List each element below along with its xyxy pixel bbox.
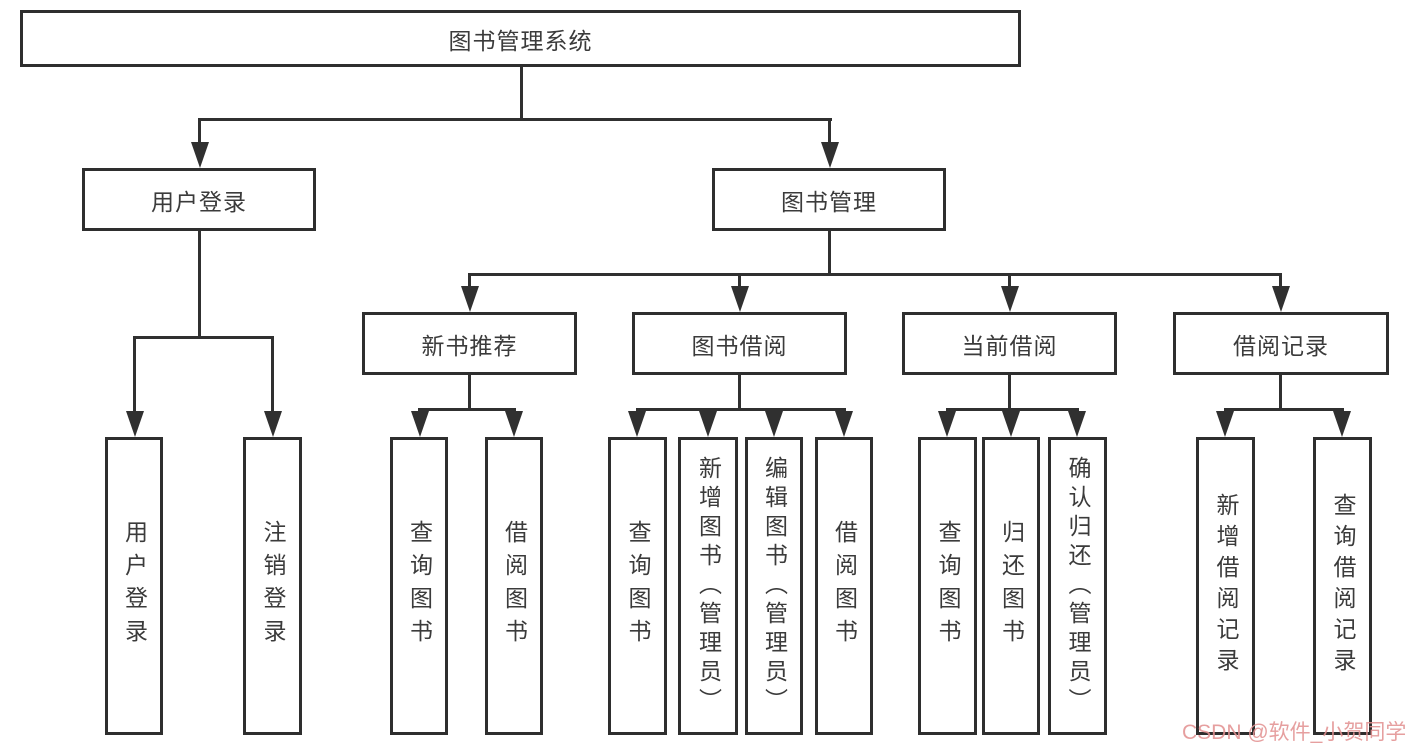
connector-line [133,336,274,339]
arrow-down-icon [731,286,749,312]
connector-line [738,375,741,408]
leaf-query-books-borrow-label: 查询图书 [625,520,651,652]
arrow-down-icon [505,411,523,437]
connector-line [738,276,741,288]
arrow-down-icon [411,411,429,437]
leaf-query-borrow-record: 查询借阅记录 [1313,437,1372,735]
connector-line [636,408,846,411]
node-book-borrow: 图书借阅 [632,312,847,375]
leaf-confirm-return-admin-label: 确认归还（管理员） [1065,455,1091,717]
arrow-down-icon [264,411,282,437]
leaf-return-books: 归还图书 [982,437,1040,735]
leaf-add-borrow-record-label: 新增借阅记录 [1213,493,1239,679]
node-book-borrow-label: 图书借阅 [691,332,788,359]
connector-line [520,67,523,118]
connector-line [468,273,1282,276]
arrow-down-icon [461,286,479,312]
arrow-down-icon [699,411,717,437]
arrow-down-icon [191,142,209,168]
arrow-down-icon [1216,411,1234,437]
node-new-book-recommend-label: 新书推荐 [421,332,518,359]
leaf-add-books-admin-label: 新增图书（管理员） [695,455,722,717]
connector-line [198,121,201,147]
node-borrow-record: 借阅记录 [1173,312,1389,375]
arrow-down-icon [126,411,144,437]
arrow-down-icon [1001,286,1019,312]
connector-line [198,118,832,121]
node-book-management: 图书管理 [712,168,946,231]
node-root-label: 图书管理系统 [448,27,593,54]
node-user-login-label: 用户登录 [151,188,247,215]
node-user-login: 用户登录 [82,168,316,231]
connector-line [1279,375,1282,408]
leaf-borrow-books-recommend: 借阅图书 [485,437,543,735]
leaf-query-books-borrow: 查询图书 [608,437,667,735]
connector-line [1224,408,1344,411]
connector-line [1008,276,1011,288]
connector-line [828,121,831,147]
arrow-down-icon [628,411,646,437]
leaf-user-login: 用户登录 [105,437,163,735]
node-root-system: 图书管理系统 [20,10,1021,67]
arrow-down-icon [765,411,783,437]
connector-line [271,339,274,415]
leaf-edit-books-admin: 编辑图书（管理员） [745,437,803,735]
leaf-logout: 注销登录 [243,437,302,735]
connector-line [828,231,831,273]
arrow-down-icon [1002,411,1020,437]
arrow-down-icon [1068,411,1086,437]
node-new-book-recommend: 新书推荐 [362,312,577,375]
leaf-query-books-current: 查询图书 [918,437,977,735]
connector-line [418,408,516,411]
node-current-borrow: 当前借阅 [902,312,1117,375]
node-book-management-label: 图书管理 [781,188,877,215]
connector-line [1008,375,1011,408]
node-borrow-record-label: 借阅记录 [1233,332,1329,359]
csdn-watermark: CSDN @软件_小贺同学 [1182,721,1405,744]
arrow-down-icon [821,142,839,168]
leaf-borrow-books-recommend-label: 借阅图书 [501,520,528,652]
connector-line [468,375,471,408]
connector-line [133,339,136,415]
leaf-logout-label: 注销登录 [260,520,286,652]
connector-line [1279,276,1282,288]
leaf-borrow-books-label: 借阅图书 [831,520,858,652]
leaf-user-login-label: 用户登录 [121,520,148,652]
leaf-return-books-label: 归还图书 [998,520,1025,652]
arrow-down-icon [1333,411,1351,437]
leaf-add-borrow-record: 新增借阅记录 [1196,437,1255,735]
leaf-query-books-recommend-label: 查询图书 [406,520,433,652]
connector-line [198,231,201,336]
leaf-query-books-recommend: 查询图书 [390,437,448,735]
connector-line [468,276,471,288]
connector-line [946,408,1079,411]
leaf-edit-books-admin-label: 编辑图书（管理员） [761,455,788,717]
leaf-add-books-admin: 新增图书（管理员） [678,437,738,735]
leaf-query-borrow-record-label: 查询借阅记录 [1330,493,1356,679]
node-current-borrow-label: 当前借阅 [961,332,1058,359]
arrow-down-icon [1272,286,1290,312]
leaf-confirm-return-admin: 确认归还（管理员） [1048,437,1107,735]
arrow-down-icon [835,411,853,437]
leaf-query-books-current-label: 查询图书 [935,520,961,652]
arrow-down-icon [938,411,956,437]
leaf-borrow-books: 借阅图书 [815,437,873,735]
